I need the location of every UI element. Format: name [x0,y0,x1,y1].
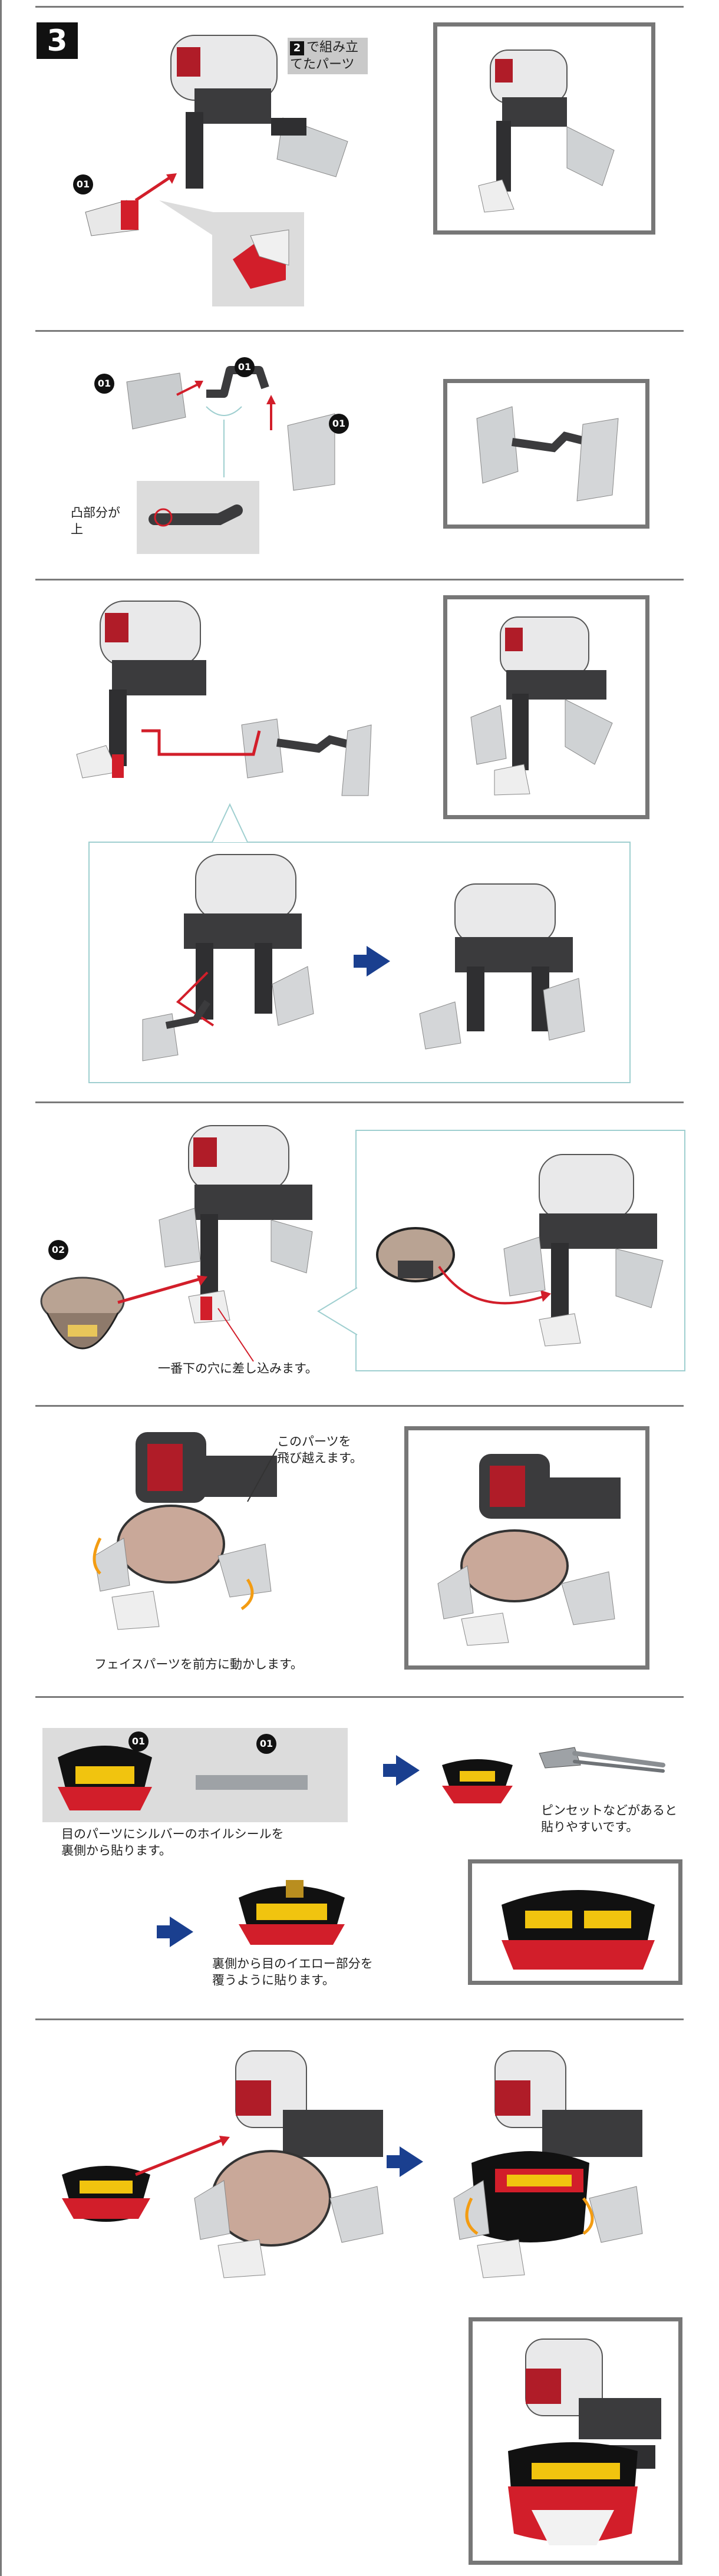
step-number-badge: 3 [37,22,78,59]
red-arrow [117,1275,207,1304]
tweezers-icon [539,1747,665,1773]
divider [35,579,684,580]
divider [35,6,684,8]
final-robot-illustration [508,2338,661,2545]
red-arrow [134,173,177,202]
detail-red-part [233,229,289,289]
tweezers-note: ピンセットなどがあると 貼りやすいです。 [541,1803,677,1834]
red-curve-arrow [438,1265,551,1305]
side-wing-left [126,372,186,430]
move-face-note: フェイスパーツを前方に動かします。 [94,1657,303,1671]
part-number-badge: 01 [94,374,114,394]
divider [35,330,684,332]
robot-face-result-illustration [437,1454,621,1646]
jump-over-note: このパーツを 飛び越えます。 [277,1434,362,1465]
eye-part-result [502,1890,655,1970]
robot-body-illustration [170,35,348,189]
red-path-line [141,729,261,756]
face-part-02 [40,1277,125,1350]
yellow-cover-note: 裏側から目のイエロー部分を 覆うように貼ります。 [212,1957,373,1987]
detail-panel [355,1130,685,1371]
result-frame [433,22,655,235]
callout-line [206,406,242,477]
result-frame [468,1859,682,1985]
part-number-badge: 01 [235,357,255,377]
callout-pointer [317,1287,358,1335]
eye-part-with-seal [239,1880,345,1945]
callout-pointer [212,803,248,843]
robot-closeup-illustration [503,1154,664,1347]
robot-body-illustration [76,601,206,779]
connector-result-illustration [476,406,619,502]
face-part-closeup [376,1227,455,1282]
detail-zoom-pointer [159,200,213,236]
part-number-badge: 01 [256,1734,276,1754]
part-number-badge: 01 [73,174,93,194]
next-step-arrow [387,2146,423,2177]
leader-line [217,1308,254,1362]
divider [35,1696,684,1698]
insert-hole-note: 一番下の穴に差し込みます。 [158,1361,318,1376]
result-frame [443,379,649,529]
robot-step-result-illustration [419,883,585,1050]
part-number-badge: 02 [48,1240,68,1260]
robot-body-illustration [159,1125,313,1324]
eye-part-insert [62,2166,150,2222]
robot-result-illustration [478,50,615,213]
face-part-small [85,200,139,236]
leader-line [247,1448,278,1502]
result-frame [404,1426,649,1670]
divider [35,2018,684,2020]
robot-full-result-illustration [453,2050,643,2278]
detail-zoom-box [137,481,259,554]
foil-seal [196,1775,308,1790]
convex-up-note: 凸部分が 上 [71,506,120,536]
red-arrows [176,381,276,430]
wing-assembly [241,718,372,796]
eye-part-small [442,1759,513,1803]
side-wing-right [287,413,335,491]
connector-detail [149,504,243,527]
next-step-arrow [383,1755,420,1786]
next-step-arrow [354,946,390,977]
robot-result-illustration [470,616,613,796]
robot-step-illustration [142,854,314,1061]
foil-seal-note: 目のパーツにシルバーのホイルシールを 裏側から貼ります。 [61,1827,284,1858]
divider [35,1101,684,1103]
part-number-badge: 01 [329,414,349,434]
next-step-arrow [157,1917,193,1947]
connector-part [206,366,269,398]
robot-face-illustration [93,1432,277,1630]
left-border [0,0,2,2576]
red-arrow [135,2136,230,2176]
result-frame [469,2317,682,2565]
seal-detail-box [42,1728,348,1822]
divider [35,1405,684,1407]
eye-part [58,1746,152,1810]
robot-full-illustration [194,2050,384,2278]
result-frame [443,595,649,819]
part-number-badge: 01 [128,1731,149,1752]
detail-panel [88,842,631,1083]
